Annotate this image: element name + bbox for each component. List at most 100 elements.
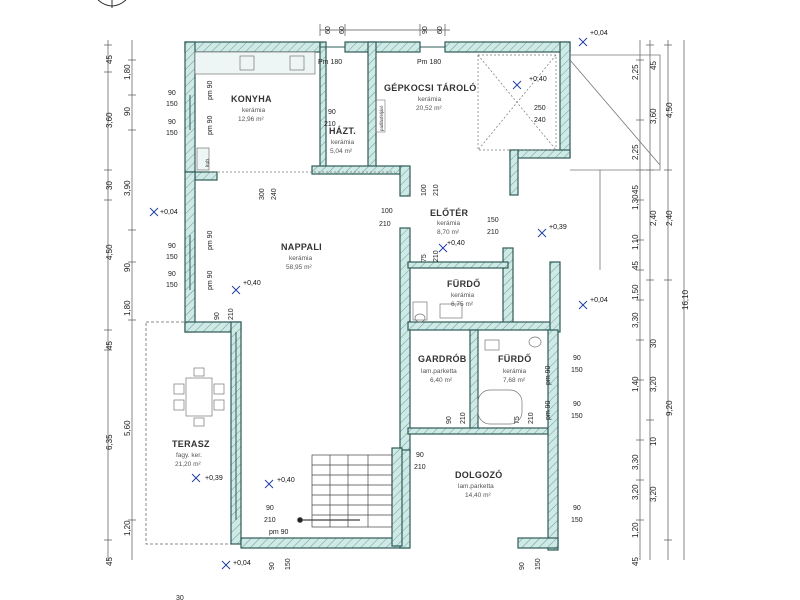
level-label: +0,40 <box>243 280 261 287</box>
svg-text:2,25: 2,25 <box>631 144 640 160</box>
svg-text:150: 150 <box>571 367 583 374</box>
room-material: fagy. ker. <box>176 452 202 459</box>
svg-text:100: 100 <box>381 208 393 215</box>
room-eloter: ELŐTÉR kerámia 8,70 m² <box>430 207 469 236</box>
room-material: lam.parketta <box>421 368 457 375</box>
level-label: +0,04 <box>160 209 178 216</box>
svg-text:3,30: 3,30 <box>631 454 640 470</box>
svg-text:pm 90: pm 90 <box>269 529 289 536</box>
room-name: TERASZ <box>172 439 210 449</box>
room-name: FÜRDŐ <box>447 278 481 289</box>
right-dimensions-c: 4,50 2,40 9,20 <box>665 102 674 416</box>
room-name: GÉPKOCSI TÁROLÓ <box>384 82 477 93</box>
staircase <box>297 454 393 528</box>
level-label: +0,04 <box>590 297 608 304</box>
kub-label: kub. <box>205 158 211 167</box>
svg-text:45: 45 <box>631 557 640 566</box>
svg-text:90: 90 <box>573 505 581 512</box>
svg-text:75: 75 <box>421 254 428 262</box>
svg-text:150: 150 <box>166 130 178 137</box>
svg-text:150: 150 <box>166 254 178 261</box>
room-name: ELŐTÉR <box>430 207 469 218</box>
kitchen-counter <box>194 51 316 171</box>
dim: 90 <box>422 26 429 34</box>
room-area: 5,04 m² <box>330 148 353 155</box>
right-dimensions-d: 16,10 <box>681 289 690 310</box>
room-area: 58,95 m² <box>286 264 312 271</box>
right-dimensions-b: 45 3,60 2,40 3,20 3,20 <box>649 61 658 502</box>
room-name: NAPPALI <box>281 242 322 252</box>
svg-text:3,30: 3,30 <box>631 312 640 328</box>
left-dimension-lines <box>104 40 136 560</box>
svg-text:3,20: 3,20 <box>631 484 640 500</box>
svg-text:1,80: 1,80 <box>123 300 132 316</box>
room-dolgozo: DOLGOZÓ lam.parketta 14,40 m² <box>455 469 503 499</box>
svg-text:90: 90 <box>123 263 132 272</box>
svg-text:4,50: 4,50 <box>665 102 674 118</box>
svg-text:300: 300 <box>259 188 266 200</box>
svg-text:210: 210 <box>528 412 535 424</box>
svg-text:210: 210 <box>324 121 336 128</box>
svg-text:45: 45 <box>631 261 640 270</box>
svg-text:45: 45 <box>649 61 658 70</box>
svg-text:30: 30 <box>105 181 114 190</box>
svg-text:250: 250 <box>534 105 546 112</box>
room-konyha: KONYHA kerámia 12,96 m² <box>231 94 272 123</box>
garage-dashed-area <box>210 54 557 173</box>
svg-text:30: 30 <box>649 339 658 348</box>
svg-text:150: 150 <box>571 413 583 420</box>
svg-text:5,60: 5,60 <box>123 420 132 436</box>
room-name: HÁZT. <box>329 126 356 136</box>
room-furdo-1: FÜRDŐ kerámia 6,75 m² <box>447 278 481 308</box>
svg-text:150: 150 <box>487 217 499 224</box>
svg-text:90: 90 <box>168 90 176 97</box>
room-area: 6,40 m² <box>430 377 453 384</box>
level-label: +0,04 <box>233 560 251 567</box>
svg-text:45: 45 <box>105 341 114 350</box>
room-material: kerámia <box>503 368 527 375</box>
svg-text:150: 150 <box>166 101 178 108</box>
svg-text:210: 210 <box>228 308 235 320</box>
dim: 60 <box>325 26 332 34</box>
svg-text:pm 90: pm 90 <box>207 230 214 250</box>
svg-text:1,20: 1,20 <box>631 522 640 538</box>
svg-text:2,40: 2,40 <box>665 210 674 226</box>
left-outer-dimensions: 45 3,60 30 4,50 45 6,35 45 <box>105 55 114 566</box>
room-gardrob: GARDRÓB lam.parketta 6,40 m² <box>418 353 466 384</box>
svg-text:1,40: 1,40 <box>631 376 640 392</box>
left-inner-dimensions: 1,80 90 3,90 90 1,80 5,60 1,20 <box>123 64 132 536</box>
svg-text:pm 90: pm 90 <box>545 365 552 385</box>
svg-text:1,80: 1,80 <box>123 64 132 80</box>
svg-text:90: 90 <box>214 312 221 320</box>
svg-text:2,25: 2,25 <box>631 64 640 80</box>
window-lines <box>189 46 445 520</box>
level-label: +0,40 <box>529 76 547 83</box>
room-material: kerámia <box>331 139 355 146</box>
svg-text:16,10: 16,10 <box>681 289 690 310</box>
room-area: 14,40 m² <box>465 492 491 499</box>
svg-text:pm 90: pm 90 <box>207 270 214 290</box>
svg-text:6,35: 6,35 <box>105 434 114 450</box>
svg-text:2,40: 2,40 <box>649 210 658 226</box>
svg-text:pm 90: pm 90 <box>545 400 552 420</box>
svg-text:90: 90 <box>446 416 453 424</box>
room-gepkocsi: GÉPKOCSI TÁROLÓ kerámia 20,52 m² <box>384 82 477 112</box>
svg-text:4,50: 4,50 <box>105 244 114 260</box>
svg-text:3,20: 3,20 <box>649 376 658 392</box>
room-material: kerámia <box>437 220 461 227</box>
svg-text:90: 90 <box>416 452 424 459</box>
svg-text:30: 30 <box>176 595 184 600</box>
level-label: +0,39 <box>205 475 223 482</box>
svg-text:210: 210 <box>414 464 426 471</box>
room-name: DOLGOZÓ <box>455 469 503 480</box>
right-dimensions-a: 2,25 2,25 45 1,30 1,10 45 1,50 3,30 30 1… <box>631 64 658 566</box>
svg-text:1,10: 1,10 <box>631 234 640 250</box>
opening-dimensions: 90 150 90 150 90 150 90 150 pm 90 pm 90 … <box>166 80 583 600</box>
svg-text:210: 210 <box>433 184 440 196</box>
svg-text:90: 90 <box>123 107 132 116</box>
room-area: 8,70 m² <box>437 229 460 236</box>
right-dimension-lines <box>636 40 685 560</box>
svg-text:210: 210 <box>460 412 467 424</box>
svg-text:1,20: 1,20 <box>123 520 132 536</box>
north-arrow <box>97 0 127 8</box>
